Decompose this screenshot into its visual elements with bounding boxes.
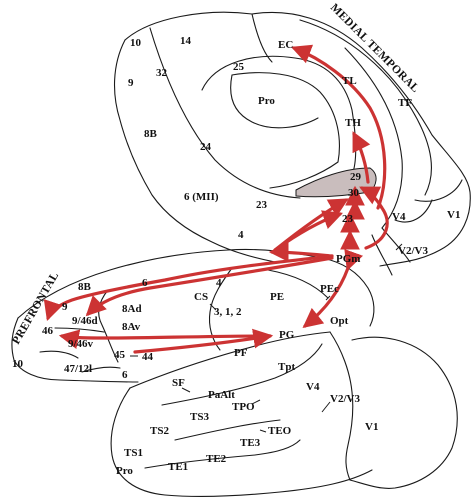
label-46: 46	[42, 325, 54, 337]
label-tf: TF	[398, 97, 412, 109]
label-v2v3-bottom: V2/V3	[330, 393, 360, 405]
pathway-30-loop	[359, 186, 389, 250]
label-47-12l: 47/12l	[64, 363, 92, 375]
label-v2v3-top: V2/V3	[398, 245, 428, 257]
label-6mii: 6 (MII)	[184, 191, 219, 203]
label-pointers	[130, 243, 403, 433]
label-9-top: 9	[128, 77, 134, 89]
label-ts2: TS2	[150, 425, 169, 437]
label-14: 14	[180, 35, 192, 47]
label-6-bottom: 6	[122, 369, 128, 381]
label-8b-top: 8B	[144, 128, 158, 140]
label-4-mid: 4	[216, 277, 222, 289]
pathway-pgm-4	[268, 242, 334, 262]
label-8b-left: 8B	[78, 281, 92, 293]
label-pg: PG	[279, 329, 295, 341]
label-8av: 8Av	[122, 321, 141, 333]
pathway-to-th	[352, 131, 371, 184]
label-pf: PF	[234, 347, 248, 359]
label-v1-top: V1	[447, 209, 460, 221]
label-44: 44	[142, 351, 154, 363]
label-teo: TEO	[268, 425, 292, 437]
label-4-top: 4	[238, 229, 244, 241]
pathway-pgm-946d	[85, 256, 334, 317]
label-pro-top: Pro	[258, 95, 275, 107]
label-pro-bottom: Pro	[116, 465, 133, 477]
label-cs: CS	[194, 291, 208, 303]
pathway-to-23b	[273, 210, 344, 252]
label-te1: TE1	[168, 461, 188, 473]
label-pgm: PGm	[336, 253, 360, 265]
pathway-to-ec	[291, 44, 387, 210]
label-10-top: 10	[130, 37, 142, 49]
label-32: 32	[156, 67, 168, 79]
label-ts1: TS1	[124, 447, 143, 459]
label-tpo: TPO	[232, 401, 255, 413]
label-8ad: 8Ad	[122, 303, 142, 315]
label-3-1-2: 3, 1, 2	[214, 306, 242, 318]
connectivity-pathways	[43, 44, 389, 354]
label-23b: 23	[342, 213, 354, 225]
pathway-pgm-9	[43, 254, 334, 322]
label-30: 30	[348, 187, 360, 199]
label-th: TH	[345, 117, 361, 129]
label-9-46v: 9/46v	[68, 338, 94, 350]
label-v4-top: V4	[392, 211, 406, 223]
label-24: 24	[200, 141, 212, 153]
label-te3: TE3	[240, 437, 261, 449]
label-pe: PE	[270, 291, 284, 303]
label-25: 25	[233, 61, 245, 73]
label-ts3: TS3	[190, 411, 209, 423]
pathway-44-pg	[133, 328, 274, 354]
pathway-to-30	[273, 198, 349, 252]
label-pec: PEc	[320, 283, 339, 295]
label-sf: SF	[172, 377, 185, 389]
label-6-mid: 6	[142, 277, 148, 289]
label-te2: TE2	[206, 453, 227, 465]
label-9-left: 9	[62, 301, 68, 313]
label-45: 45	[114, 349, 126, 361]
label-v4-bottom: V4	[306, 381, 320, 393]
retrosplenial-shaded-region	[295, 167, 377, 198]
label-tpt: Tpt	[278, 361, 295, 373]
label-29: 29	[350, 171, 362, 183]
label-9-46d: 9/46d	[72, 315, 98, 327]
label-10-bottom: 10	[12, 358, 24, 370]
pathway-pg-46	[58, 329, 272, 349]
label-ec: EC	[278, 39, 293, 51]
label-v1-bottom: V1	[365, 421, 378, 433]
pathway-pgm-pg	[302, 248, 364, 328]
label-opt: Opt	[330, 315, 349, 327]
label-paalt: PaAlt	[208, 389, 235, 401]
label-23a: 23	[256, 199, 268, 211]
label-tl: TL	[342, 75, 357, 87]
